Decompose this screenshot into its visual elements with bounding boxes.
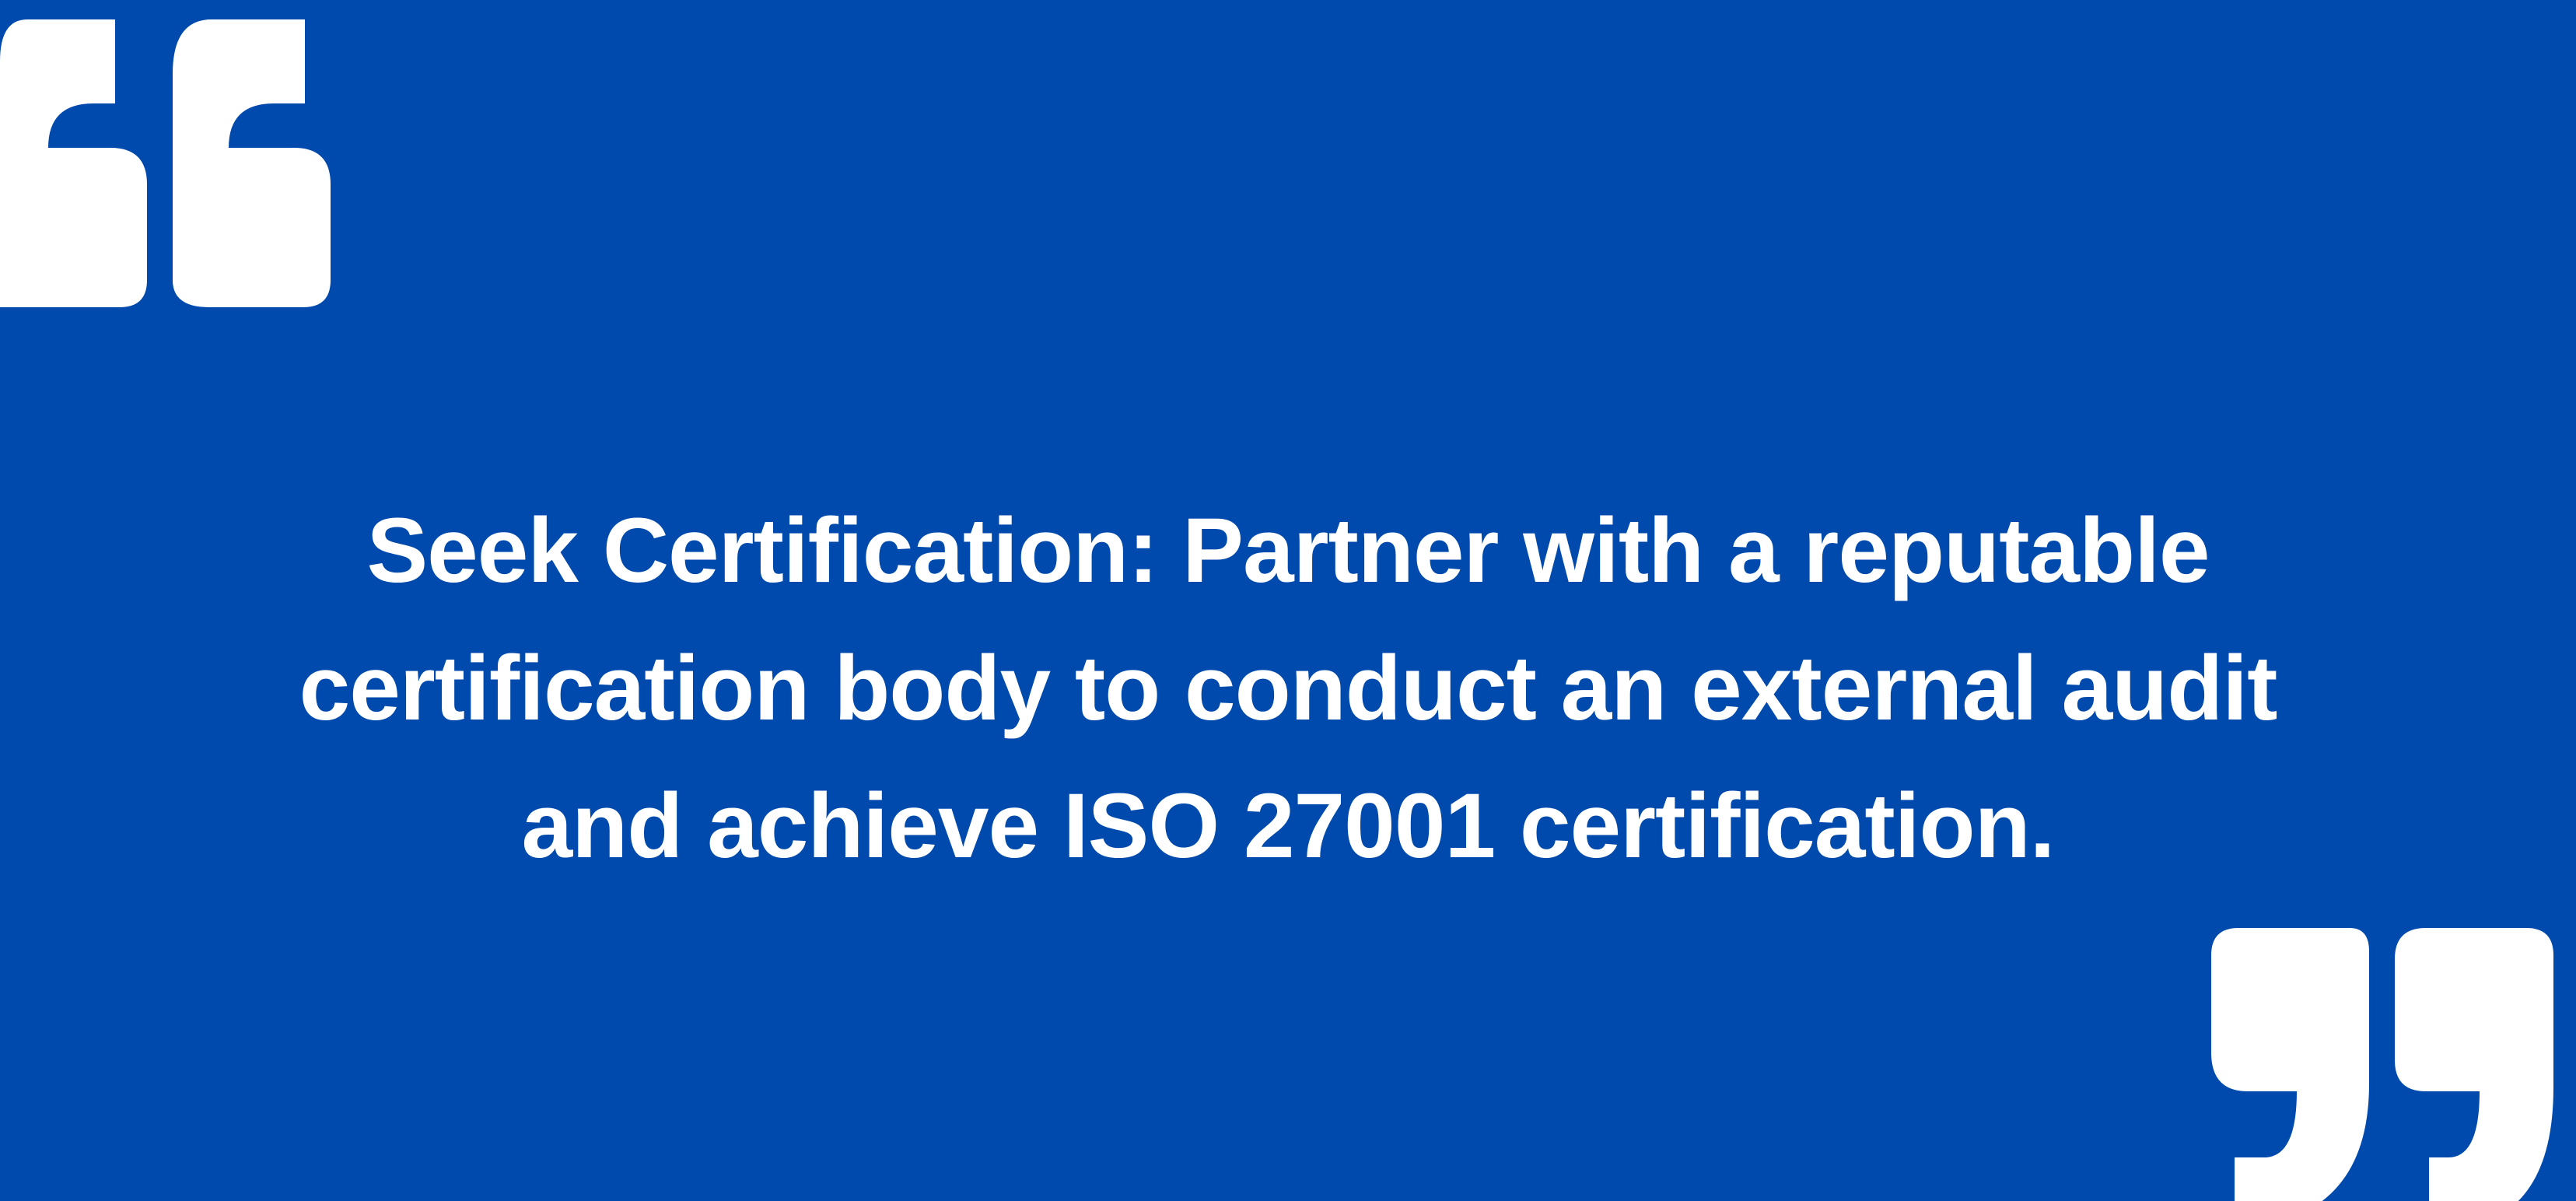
open-quote-icon	[0, 19, 331, 307]
quote-text: Seek Certification: Partner with a reput…	[299, 499, 2278, 877]
close-quote-icon	[2211, 928, 2553, 1201]
